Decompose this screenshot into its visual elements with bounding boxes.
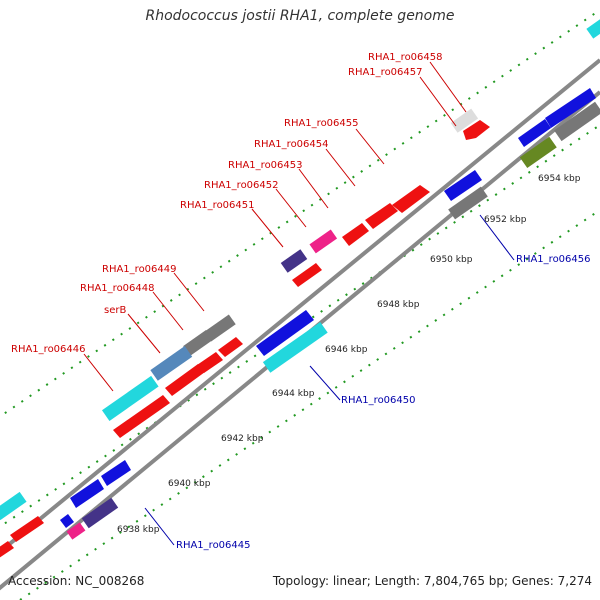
leader-ro06445 [144,507,175,546]
gene-red-row-2[interactable] [197,352,223,373]
gene-navy-left[interactable] [81,497,119,529]
gene-ro06453[interactable] [342,223,369,246]
leader-lines [83,61,515,546]
tick-label-6946: 6946 kbp [325,345,368,355]
leader-ro06453 [298,168,329,209]
gene-ro06457[interactable] [450,108,479,133]
label-ro06458[interactable]: RHA1_ro06458 [368,52,443,63]
label-ro06446[interactable]: RHA1_ro06446 [11,344,86,355]
tick-label-6940: 6940 kbp [168,479,211,489]
label-ro06445[interactable]: RHA1_ro06445 [176,540,251,551]
gene-serB[interactable] [150,346,193,381]
label-ro06457[interactable]: RHA1_ro06457 [348,67,423,78]
label-ro06452[interactable]: RHA1_ro06452 [204,180,279,191]
gene-red-row-3[interactable] [165,364,205,396]
tick-label-6954: 6954 kbp [538,174,581,184]
genome-summary-label: Topology: linear; Length: 7,804,765 bp; … [272,574,592,588]
gene-cyan-ro06450[interactable] [262,322,328,373]
gene-ro06451[interactable] [280,249,308,273]
gene-ro06455[interactable] [392,185,430,213]
label-ro06453[interactable]: RHA1_ro06453 [228,160,303,171]
gene-ro06446[interactable] [101,375,159,421]
gene-labels: RHA1_ro06458 RHA1_ro06457 RHA1_ro06455 R… [11,52,591,551]
gene-blue-left-3[interactable] [60,514,74,528]
backbone-strand-top [0,58,600,555]
leader-ro06458 [429,61,467,113]
leader-ro06456 [479,214,515,261]
tick-label-6938: 6938 kbp [117,525,160,535]
leader-ro06454 [325,148,356,187]
label-ro06450[interactable]: RHA1_ro06450 [341,395,416,406]
middle-guide-track [0,124,600,528]
gene-blue-left-2[interactable] [70,479,104,508]
accession-label: Accession: NC_008268 [8,574,145,588]
gene-red-left-1[interactable] [10,516,44,542]
leader-ro06448 [152,291,184,331]
leader-serB [127,313,161,354]
gene-blue-top-1[interactable] [545,88,596,128]
coordinate-ticks: 6938 kbp 6940 kbp 6942 kbp 6944 kbp 6946… [117,174,581,535]
gene-blue-top-2[interactable] [518,119,551,147]
gene-ro06451b[interactable] [292,263,322,287]
label-ro06455[interactable]: RHA1_ro06455 [284,118,359,129]
gene-olive[interactable] [519,136,557,169]
label-ro06451[interactable]: RHA1_ro06451 [180,200,255,211]
leader-ro06449 [173,272,205,312]
leader-ro06455 [355,128,385,165]
map-title: Rhodococcus jostii RHA1, complete genome [145,8,455,24]
gene-ro06456[interactable] [444,170,482,201]
leader-ro06450 [309,365,341,401]
label-ro06448[interactable]: RHA1_ro06448 [80,283,155,294]
gene-ro06445[interactable] [101,460,131,486]
gene-gray-top[interactable] [554,101,600,142]
gene-cyan-left[interactable] [0,491,27,521]
tick-label-6948: 6948 kbp [377,300,420,310]
gene-red-row-1[interactable] [218,337,243,357]
tick-label-6944: 6944 kbp [272,389,315,399]
leader-ro06457 [419,76,457,127]
leader-ro06451 [251,208,284,248]
gene-ro06450[interactable] [256,310,314,356]
leader-ro06446 [83,353,114,392]
gene-ro06449[interactable] [204,314,236,342]
reverse-genes [60,88,600,529]
gene-ro06458[interactable] [463,120,490,140]
gene-pink-left[interactable] [66,522,86,540]
gene-red-row-4[interactable] [113,395,170,438]
label-ro06456[interactable]: RHA1_ro06456 [516,254,591,265]
leader-ro06452 [275,188,307,228]
gene-gray-ro06456[interactable] [448,186,488,220]
tick-label-6952: 6952 kbp [484,215,527,225]
gene-ro06448[interactable] [183,330,213,356]
label-ro06449[interactable]: RHA1_ro06449 [102,264,177,275]
label-ro06454[interactable]: RHA1_ro06454 [254,139,329,150]
gene-ro06454[interactable] [365,203,398,229]
forward-genes [0,108,490,558]
gene-ro06452[interactable] [309,229,338,254]
gene-red-left-2[interactable] [0,541,14,558]
tick-label-6950: 6950 kbp [430,255,473,265]
tick-label-6942: 6942 kbp [221,434,264,444]
label-serB[interactable]: serB [104,305,126,316]
corner-cyan-gene[interactable] [586,17,600,39]
